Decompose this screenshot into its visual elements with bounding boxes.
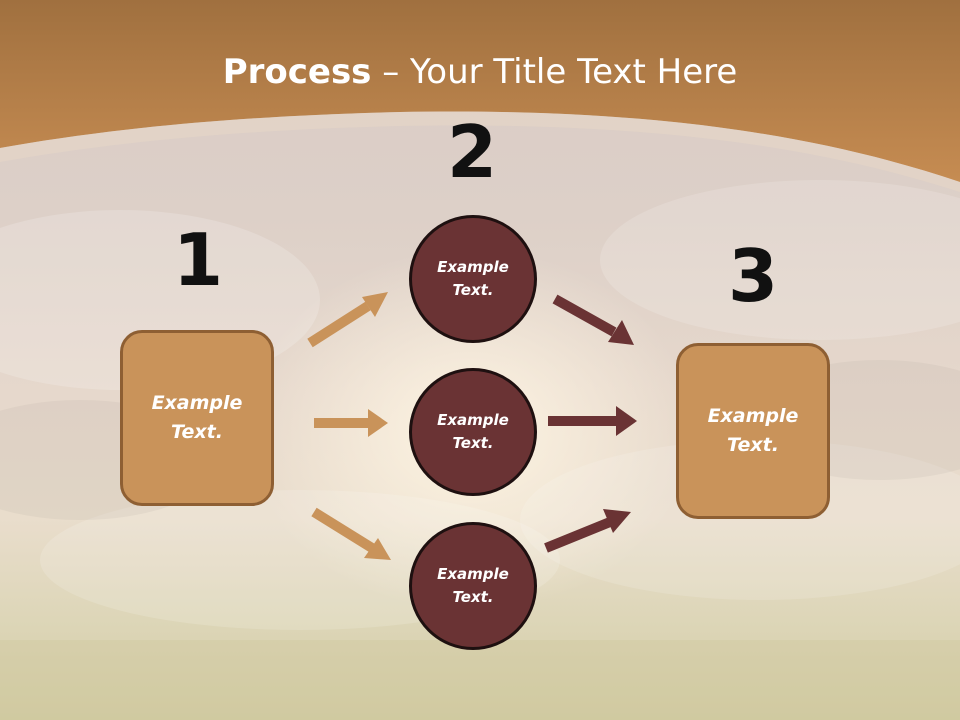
title-strong: Process — [222, 52, 372, 92]
arrow-middle-to-3 — [548, 406, 637, 436]
title-rest: – Your Title Text Here — [371, 52, 738, 92]
slide-title: Process – Your Title Text Here — [0, 52, 960, 92]
arrow-1-to-bottom — [311, 507, 391, 560]
arrow-1-to-top — [307, 292, 388, 348]
step-3-box: Example Text. — [676, 343, 830, 519]
step-2-node-top: Example Text. — [409, 215, 537, 343]
step-2-node-middle: Example Text. — [409, 368, 537, 496]
step-2-node-bottom: Example Text. — [409, 522, 537, 650]
arrow-top-to-3 — [552, 294, 634, 345]
step-1-text: Example Text. — [151, 392, 243, 443]
step-2-number: 2 — [446, 110, 498, 194]
arrow-1-to-middle — [314, 409, 388, 437]
node-bottom-text: Example Text. — [437, 565, 509, 606]
node-middle-text: Example Text. — [437, 411, 509, 452]
step-3-text: Example Text. — [707, 405, 799, 456]
arrow-bottom-to-3 — [544, 509, 631, 553]
node-top-text: Example Text. — [437, 258, 509, 299]
step-3-number: 3 — [727, 234, 779, 318]
step-1-number: 1 — [172, 218, 224, 302]
title-band — [0, 0, 960, 192]
step-1-box: Example Text. — [120, 330, 274, 506]
